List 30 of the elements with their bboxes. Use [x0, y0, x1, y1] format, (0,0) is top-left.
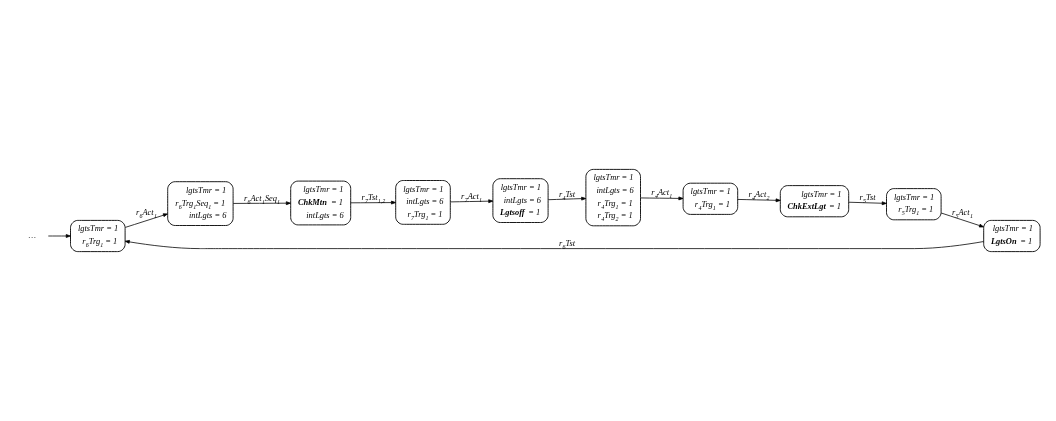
- arrow: [232, 201, 291, 206]
- node-box: lgtsTmr = 1 ChkMtn = 1 intLgts = 6: [290, 180, 352, 226]
- node-box: lgtsTmr = 1 ChkExtLgt = 1: [779, 185, 850, 218]
- arrow: [47, 234, 71, 238]
- edge-label: r$_{4}$Act$_{1}$: [651, 188, 673, 200]
- node-box: lgtsTmr = 1 intLgts = 6 r$_{7}$Trg$_{1}$ = 1: [395, 180, 451, 225]
- arrow: [940, 212, 985, 228]
- edge-label: r$_{6}$Tst: [558, 238, 575, 250]
- node-box: lgtsTmr = 1 r$_{6}$Trg$_{1}$Seq$_{1}$ = 1 intLgts = 6: [167, 181, 234, 226]
- arrow: [124, 213, 168, 228]
- node-text: …: [28, 230, 36, 240]
- arrow: [737, 198, 781, 203]
- node-box: lgtsTmr = 1 LgtsOn = 1: [983, 219, 1041, 253]
- arrow: [848, 201, 887, 206]
- arrow: [547, 196, 587, 201]
- edge-label: r$_{5}$Tst: [859, 193, 876, 205]
- arrow: [124, 240, 985, 249]
- node-box: lgtsTmr = 1 r$_{4}$Trg$_{1}$ = 1: [682, 182, 739, 215]
- edge-label: r$_{6}$Act$_{1}$Seq$_{1}$: [243, 193, 280, 205]
- node-box: lgtsTmr = 1 r$_{5}$Trg$_{1}$ = 1: [886, 188, 942, 221]
- edge-label: r$_{4}$Tst: [558, 189, 575, 201]
- edge-label: r$_{4}$Act$_{2}$: [748, 190, 770, 202]
- arrow: [450, 199, 494, 204]
- node-box: lgtsTmr = 1 r$_{6}$Trg$_{1}$ = 1: [70, 219, 126, 253]
- edge-label: r$_{7}$Act$_{1}$: [461, 191, 483, 203]
- node-box: lgtsTmr = 1 intLgts = 6 Lgtsoff = 1: [492, 178, 549, 223]
- edge-label: r$_{6}$Act$_{1}$: [135, 208, 157, 220]
- edge-label: r$_{5}$Act$_{1}$: [951, 207, 973, 219]
- arrow: [640, 196, 684, 201]
- node-box: lgtsTmr = 1 intLgts = 6 r$_{4}$Trg$_{1}$ = 1 r$_{4}$Trg$_{2}$ = 1: [585, 168, 641, 227]
